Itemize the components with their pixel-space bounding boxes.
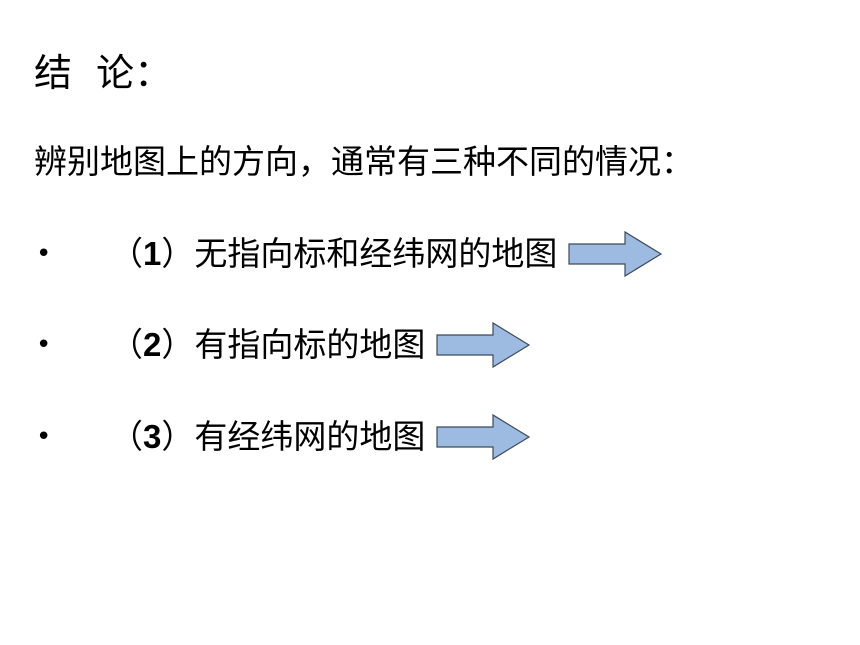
list-item-1: • （1） 无指向标和经纬网的地图 [34,230,665,278]
item-number: （2） [110,325,195,364]
item-number: （1） [110,234,195,273]
right-arrow-icon [568,230,663,278]
list-item-2: • （2） 有指向标的地图 [34,321,533,369]
bullet: • [36,330,52,360]
item-label: 有指向标的地图 [194,325,426,364]
intro-text: 辨别地图上的方向，通常有三种不同的情况： [34,142,694,181]
right-arrow-icon [436,413,531,461]
right-arrow-icon [436,321,531,369]
item-number: （3） [110,417,195,456]
slide-title: 结 论： [34,51,173,95]
bullet: • [36,239,52,269]
item-label: 无指向标和经纬网的地图 [194,234,558,273]
list-item-3: • （3） 有经纬网的地图 [34,413,533,461]
item-label: 有经纬网的地图 [194,417,426,456]
bullet: • [36,422,52,452]
